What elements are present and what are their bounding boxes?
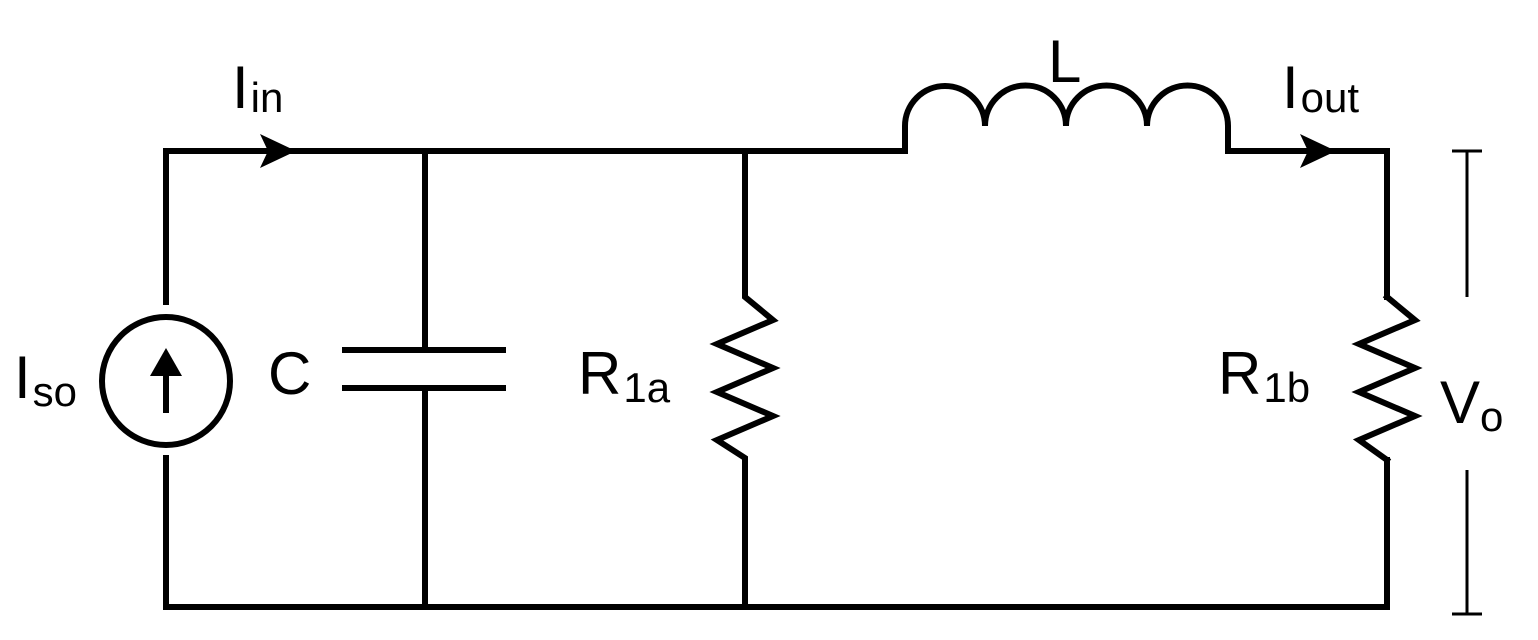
output-current-label: Iout (1282, 54, 1359, 121)
bottom-wire (163, 455, 1390, 610)
current-source-arrow-icon (150, 348, 182, 376)
current-source (99, 314, 233, 448)
current-source-label: Iso (14, 344, 77, 415)
input-current-label: Iin (232, 54, 283, 121)
resistor-r1b-label: R1b (1218, 340, 1310, 411)
capacitor-label: C (268, 340, 311, 407)
output-current-arrow (1300, 134, 1336, 168)
capacitor (342, 148, 506, 610)
resistor-r1b (1351, 292, 1423, 465)
output-voltage-bracket (1452, 149, 1482, 616)
output-voltage-label: Vo (1440, 369, 1503, 440)
inductor (902, 82, 1231, 154)
inductor-label: L (1048, 28, 1081, 95)
top-wire (163, 148, 1390, 305)
resistor-r1a-label: R1a (578, 340, 671, 411)
resistor-r1a (709, 148, 781, 610)
input-current-arrow (260, 134, 296, 168)
